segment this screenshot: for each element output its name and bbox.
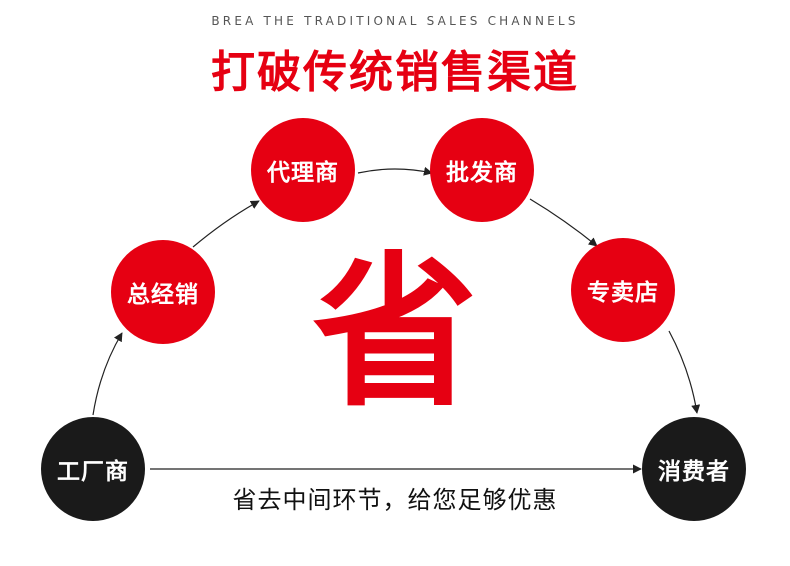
save-character: 省 (312, 237, 478, 429)
node-wholesaler: 批发商 (430, 118, 534, 222)
english-subtitle: BREA THE TRADITIONAL SALES CHANNELS (211, 14, 579, 28)
arrow-store-to-consumer (668, 330, 701, 414)
caption-text: 省去中间环节，给您足够优惠 (232, 486, 558, 514)
arrow-general-to-agent (192, 200, 260, 248)
arrow-wholesaler-to-store (529, 198, 598, 247)
node-factory: 工厂商 (41, 417, 145, 521)
page-title: 打破传统销售渠道 (211, 47, 579, 98)
arrow-agent-to-wholesaler (357, 166, 433, 176)
node-consumer: 消费者 (642, 417, 746, 521)
node-agent: 代理商 (251, 118, 355, 222)
arrow-factory-to-general (92, 332, 123, 416)
node-store: 专卖店 (571, 238, 675, 342)
node-general-distributor: 总经销 (111, 240, 215, 344)
